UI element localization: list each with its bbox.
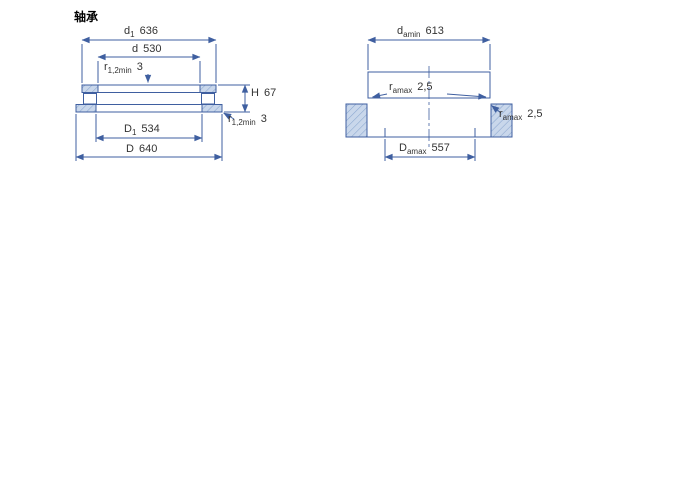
shaft-washer-section-left bbox=[81, 84, 99, 93]
housing-wall-left bbox=[345, 103, 368, 138]
roller-left bbox=[83, 93, 97, 105]
roller-right bbox=[201, 93, 215, 105]
leader-r12-bottom bbox=[223, 112, 235, 120]
leader-ramax-right bbox=[446, 93, 487, 100]
leader-ramax-side bbox=[491, 105, 502, 114]
page-title: 轴承 bbox=[74, 10, 99, 24]
right-view-drawing bbox=[345, 36, 513, 161]
housing-washer-section-right bbox=[201, 104, 223, 113]
leader-ramax-left bbox=[372, 92, 388, 99]
housing-washer-section-left bbox=[75, 104, 97, 113]
left-view-drawing bbox=[75, 36, 250, 161]
shaft-washer-section-right bbox=[199, 84, 217, 93]
